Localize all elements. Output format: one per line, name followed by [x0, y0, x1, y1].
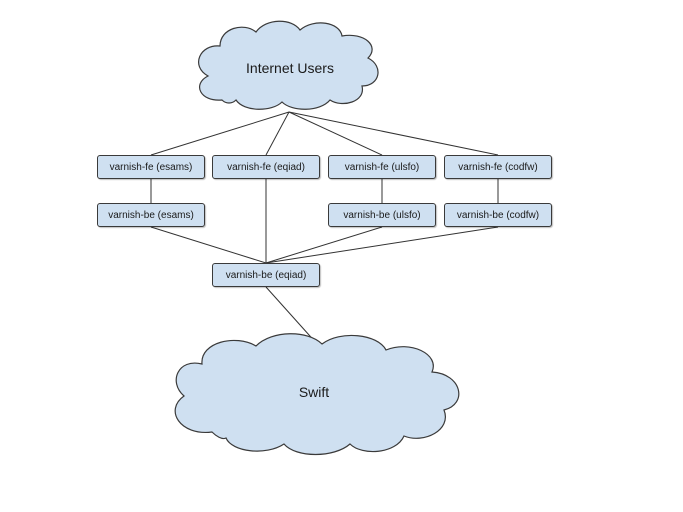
internet-users-label: Internet Users: [246, 60, 334, 76]
edge-internet-to-fe-esams: [150, 111, 290, 156]
node-varnish-fe-codfw[interactable]: varnish-fe (codfw): [444, 155, 552, 179]
node-varnish-be-codfw[interactable]: varnish-be (codfw): [444, 203, 552, 227]
node-varnish-fe-ulsfo[interactable]: varnish-fe (ulsfo): [328, 155, 436, 179]
edges: [150, 111, 499, 346]
internet-users-cloud: [198, 20, 379, 110]
edge-internet-to-fe-ulsfo: [288, 111, 383, 156]
edge-be-codfw-to-be-eqiad: [265, 226, 499, 264]
node-varnish-fe-esams[interactable]: varnish-fe (esams): [97, 155, 205, 179]
edge-be-ulsfo-to-be-eqiad: [265, 226, 383, 264]
swift-label: Swift: [298, 384, 330, 400]
edge-internet-to-fe-codfw: [288, 111, 499, 156]
swift-cloud: [174, 333, 460, 455]
node-varnish-be-ulsfo[interactable]: varnish-be (ulsfo): [328, 203, 436, 227]
node-varnish-be-esams[interactable]: varnish-be (esams): [97, 203, 205, 227]
edge-be-eqiad-to-swift: [265, 286, 319, 346]
node-varnish-fe-eqiad[interactable]: varnish-fe (eqiad): [212, 155, 320, 179]
edge-be-esams-to-be-eqiad: [150, 226, 267, 264]
edge-internet-to-fe-eqiad: [265, 111, 290, 156]
node-varnish-be-eqiad[interactable]: varnish-be (eqiad): [212, 263, 320, 287]
